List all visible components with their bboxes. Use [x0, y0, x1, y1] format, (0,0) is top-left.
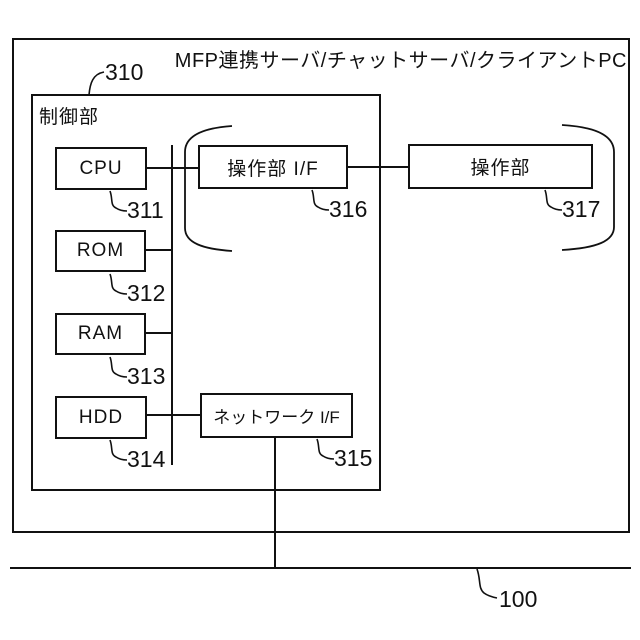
ref-315-leader [316, 438, 335, 460]
operation-if-label: 操作部 I/F [227, 158, 319, 180]
ref-317-leader [544, 189, 563, 211]
ref-100-leader [476, 568, 498, 599]
right-parenthesis-mark [561, 124, 615, 251]
rom-label: ROM [76, 240, 125, 261]
ref-314: 314 [127, 446, 166, 472]
ref-311: 311 [127, 197, 164, 223]
ref-311-leader [109, 190, 128, 212]
device-outer-box [12, 38, 630, 533]
ref-313-leader [109, 356, 128, 378]
controller-box [31, 94, 381, 491]
network-if-label: ネットワーク I/F [213, 408, 340, 427]
ref-316-leader [311, 189, 330, 211]
ref-312: 312 [127, 280, 166, 306]
ram-label: RAM [77, 323, 124, 344]
operation-unit-label: 操作部 [470, 158, 531, 179]
figure-title: MFP連携サーバ/チャットサーバ/クライアントPC [174, 50, 627, 72]
rom-box: ROM [55, 230, 146, 272]
hdd-label: HDD [78, 406, 124, 428]
left-parenthesis-mark [184, 125, 233, 252]
ref-312-leader [109, 273, 128, 295]
ref-310-leader [88, 71, 105, 96]
ref-313: 313 [127, 363, 166, 389]
ref-314-leader [109, 439, 128, 461]
cpu-box: CPU [55, 147, 147, 190]
controller-label: 制御部 [39, 107, 100, 128]
ref-100: 100 [499, 586, 538, 612]
operation-unit-box: 操作部 [408, 144, 593, 189]
cpu-label: CPU [79, 157, 123, 179]
operation-if-box: 操作部 I/F [198, 145, 348, 189]
ram-box: RAM [55, 313, 146, 355]
ref-316: 316 [329, 196, 368, 222]
network-if-box: ネットワーク I/F [200, 393, 353, 438]
ref-315: 315 [334, 445, 373, 471]
hdd-box: HDD [55, 396, 147, 439]
ref-310: 310 [105, 59, 144, 85]
ref-317: 317 [562, 196, 601, 222]
